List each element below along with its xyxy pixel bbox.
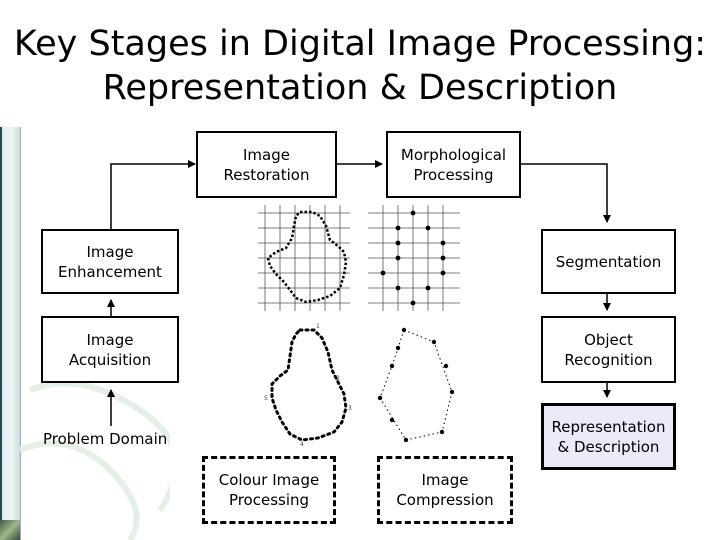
title-line-2: Representation & Description	[102, 68, 618, 108]
slide-sidebar-strip	[0, 127, 2, 540]
stage-image-restoration: Image Restoration	[196, 131, 337, 198]
slide-sidebar	[0, 127, 21, 540]
problem-domain-label: Problem Domain	[43, 430, 168, 448]
stage-object-recognition: Object Recognition	[541, 316, 676, 383]
svg-text:1: 1	[316, 323, 320, 330]
chain-code-grid-image	[368, 205, 460, 311]
svg-text:4: 4	[300, 441, 304, 448]
stage-image-acquisition: Image Acquisition	[41, 316, 179, 383]
stage-image-enhancement: Image Enhancement	[41, 229, 179, 294]
boundary-grid-image	[258, 205, 350, 311]
stage-segmentation: Segmentation	[541, 229, 676, 294]
arrow-morphological-to-segmentation	[521, 163, 611, 223]
stage-representation-description: Representation & Description	[541, 403, 676, 470]
svg-text:2: 2	[336, 375, 340, 382]
stage-colour-image-processing: Colour Image Processing	[202, 456, 336, 524]
title-line-1: Key Stages in Digital Image Processing:	[13, 24, 707, 64]
stage-image-compression: Image Compression	[377, 456, 513, 524]
slide-corner-thumbnail	[0, 520, 20, 540]
slide-title: Key Stages in Digital Image Processing: …	[0, 22, 720, 110]
svg-text:3: 3	[348, 405, 352, 412]
arrow-enhancement-to-restoration	[110, 160, 196, 229]
stage-morphological-processing: Morphological Processing	[386, 131, 521, 198]
polygon-approximation-image	[368, 318, 464, 443]
svg-text:5: 5	[264, 395, 268, 402]
boundary-points-image: 1 2 3 4 5	[258, 318, 358, 448]
